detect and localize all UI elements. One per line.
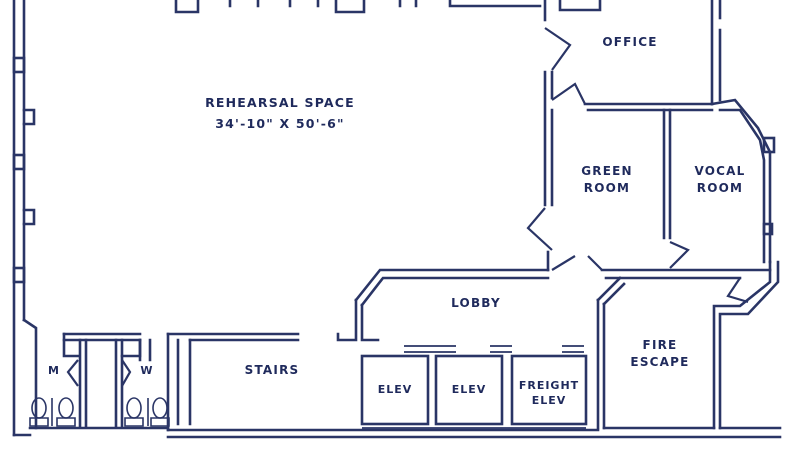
stairs-restrooms	[62, 332, 300, 432]
green-room-line1: GREEN	[581, 164, 633, 178]
green-room-line2: ROOM	[583, 181, 631, 195]
lobby-walls	[336, 260, 780, 430]
fire-escape-line1: FIRE	[642, 338, 678, 352]
freight-elevator-line2: ELEV	[531, 394, 567, 407]
lobby-label: LOBBY	[451, 296, 501, 310]
east-rooms-walls	[526, 0, 776, 272]
elevator-2-label: ELEV	[451, 383, 487, 396]
rehearsal-space-name: REHEARSAL SPACE	[205, 95, 355, 110]
stairs-label: STAIRS	[244, 363, 300, 377]
west-exterior-wall	[12, 0, 38, 437]
fire-escape-line2: ESCAPE	[630, 355, 690, 369]
fire-escape-label: FIRE ESCAPE	[612, 337, 708, 371]
south-exterior-wall	[12, 426, 782, 439]
toilet-fixtures	[29, 397, 170, 427]
vocal-room-label: VOCAL ROOM	[675, 163, 765, 197]
vocal-room-line2: ROOM	[696, 181, 744, 195]
elevator-shafts	[360, 354, 588, 429]
green-room-label: GREEN ROOM	[562, 163, 652, 197]
mens-restroom-label: M	[48, 364, 60, 377]
elevator-1-label: ELEV	[377, 383, 413, 396]
freight-elevator-label: FREIGHT ELEV	[512, 378, 586, 408]
rehearsal-space-label: REHEARSAL SPACE 34'-10" X 50'-6"	[180, 94, 380, 132]
north-wall	[174, 0, 602, 14]
womens-restroom-label: W	[140, 364, 154, 377]
office-label: OFFICE	[602, 35, 658, 49]
rehearsal-space-dims: 34'-10" X 50'-6"	[215, 116, 345, 131]
vocal-room-line1: VOCAL	[694, 164, 746, 178]
freight-elevator-line1: FREIGHT	[518, 379, 580, 392]
